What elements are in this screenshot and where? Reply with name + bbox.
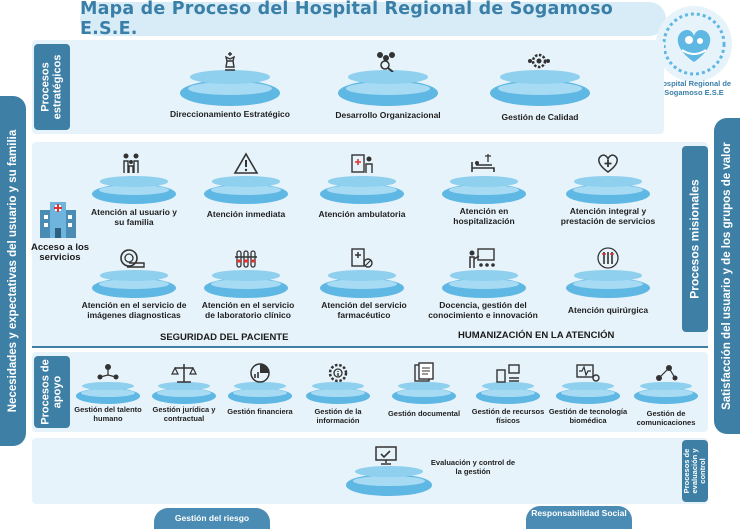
missional-item-label: Atención ambulatoria — [318, 209, 406, 219]
access-label: Acceso a los servicios — [30, 242, 90, 264]
evaluation-tab-label: Procesos de evaluación y control — [682, 448, 707, 494]
support-tab: Procesos de apoyo — [34, 356, 70, 428]
pedestal — [204, 176, 288, 204]
pedestal — [180, 70, 280, 106]
pedestal — [566, 176, 650, 204]
legal-icon — [171, 362, 197, 384]
gear-quality-icon — [526, 50, 552, 72]
humanization-banner: HUMANIZACIÓN EN LA ATENCIÓN — [458, 330, 615, 341]
hospital-bed-icon — [470, 152, 496, 174]
pedestal — [152, 382, 216, 404]
left-side-bar: Necesidades y expectativas del usuario y… — [0, 96, 26, 446]
pedestal — [556, 382, 620, 404]
pedestal — [392, 382, 456, 404]
pedestal — [320, 270, 404, 298]
missional-item-label: Atención quirúrgica — [567, 305, 649, 315]
pedestal — [490, 70, 590, 106]
support-item-label: Gestión financiera — [227, 407, 293, 416]
pedestal — [204, 270, 288, 298]
documents-icon — [411, 362, 437, 384]
strategic-item-label: Desarrollo Organizacional — [335, 110, 441, 120]
pedestal — [442, 270, 526, 298]
evaluation-item-label: Evaluación y control de la gestión — [430, 458, 516, 476]
missional-item-label: Docencia, gestión del conocimiento e inn… — [428, 300, 538, 320]
heart-cross-icon — [595, 152, 621, 174]
support-item-label: Gestión del talento humano — [74, 405, 142, 423]
pedestal — [566, 270, 650, 298]
biomedical-icon — [575, 362, 601, 384]
missional-item-label: Atención integral y prestación de servic… — [560, 206, 656, 226]
resources-icon — [495, 362, 521, 384]
hospital-building-icon — [36, 200, 80, 240]
pedestal — [442, 176, 526, 204]
pedestal — [76, 382, 140, 404]
support-item-label: Gestión documental — [387, 409, 461, 418]
missional-item-label: Atención en hospitalización — [453, 206, 515, 226]
risk-management-tag: Gestión del riesgo — [154, 508, 270, 529]
social-responsibility-tag: Responsabilidad Social — [526, 506, 632, 529]
teaching-icon — [466, 247, 496, 269]
communications-icon — [653, 362, 679, 384]
page-title: Mapa de Proceso del Hospital Regional de… — [80, 0, 613, 39]
missional-item-label: Atención en el servicio de imágenes diag… — [81, 300, 187, 320]
pedestal — [306, 382, 370, 404]
clipboard-doctor-icon — [349, 152, 375, 174]
right-side-bar: Satisfacción del usuario y de los grupos… — [714, 118, 740, 434]
people-network-icon — [95, 362, 121, 384]
warning-icon — [233, 152, 259, 174]
right-side-label: Satisfacción del usuario y de los grupos… — [721, 142, 733, 410]
hospital-logo — [656, 6, 732, 82]
monitor-check-icon — [373, 444, 399, 466]
finance-chart-icon — [247, 362, 273, 384]
patient-safety-banner: SEGURIDAD DEL PACIENTE — [160, 332, 289, 343]
strategic-item-label: Gestión de Calidad — [501, 112, 579, 122]
missional-item-label: Atención al usuario y su familia — [91, 207, 177, 227]
family-icon — [119, 152, 145, 174]
support-item-label: Gestión de recursos físicos — [471, 407, 545, 425]
missional-item-label: Atención del servicio farmacéutico — [321, 300, 407, 320]
pedestal — [92, 176, 176, 204]
pedestal — [346, 466, 432, 496]
information-gear-icon — [325, 362, 351, 384]
scanner-icon — [119, 247, 145, 269]
strategic-tab-label: Procesos estratégicos — [39, 54, 63, 120]
surgery-tools-icon — [595, 247, 621, 269]
logo-text: Hospital Regional de Sogamoso E.S.E — [656, 79, 732, 97]
missional-item-label: Atención en el servicio de laboratorio c… — [201, 300, 295, 320]
pedestal — [228, 382, 292, 404]
support-item-label: Gestión de la información — [314, 407, 362, 425]
support-item-label: Gestión jurídica y contractual — [152, 405, 216, 423]
pedestal — [92, 270, 176, 298]
pedestal — [320, 176, 404, 204]
strategic-item-label: Direccionamiento Estratégico — [170, 109, 290, 119]
strategic-tab: Procesos estratégicos — [34, 44, 70, 130]
chess-icon — [217, 50, 243, 72]
left-side-label: Necesidades y expectativas del usuario y… — [7, 129, 19, 413]
pedestal — [476, 382, 540, 404]
missional-tab: Procesos misionales — [682, 146, 708, 332]
pedestal — [634, 382, 698, 404]
section-divider — [32, 346, 708, 348]
support-item-label: Gestión de comunicaciones — [636, 409, 696, 427]
pedestal — [338, 70, 438, 106]
missional-tab-label: Procesos misionales — [687, 179, 702, 299]
team-search-icon — [373, 50, 399, 73]
support-tab-label: Procesos de apoyo — [39, 359, 63, 425]
hospital-logo-icon — [662, 12, 726, 76]
pills-icon — [349, 247, 375, 269]
support-item-label: Gestión de tecnología biomédica — [548, 407, 628, 425]
test-tubes-icon — [233, 247, 259, 269]
evaluation-tab: Procesos de evaluación y control — [682, 440, 708, 502]
missional-item-label: Atención inmediata — [206, 209, 286, 219]
title-banner: Mapa de Proceso del Hospital Regional de… — [80, 0, 666, 39]
